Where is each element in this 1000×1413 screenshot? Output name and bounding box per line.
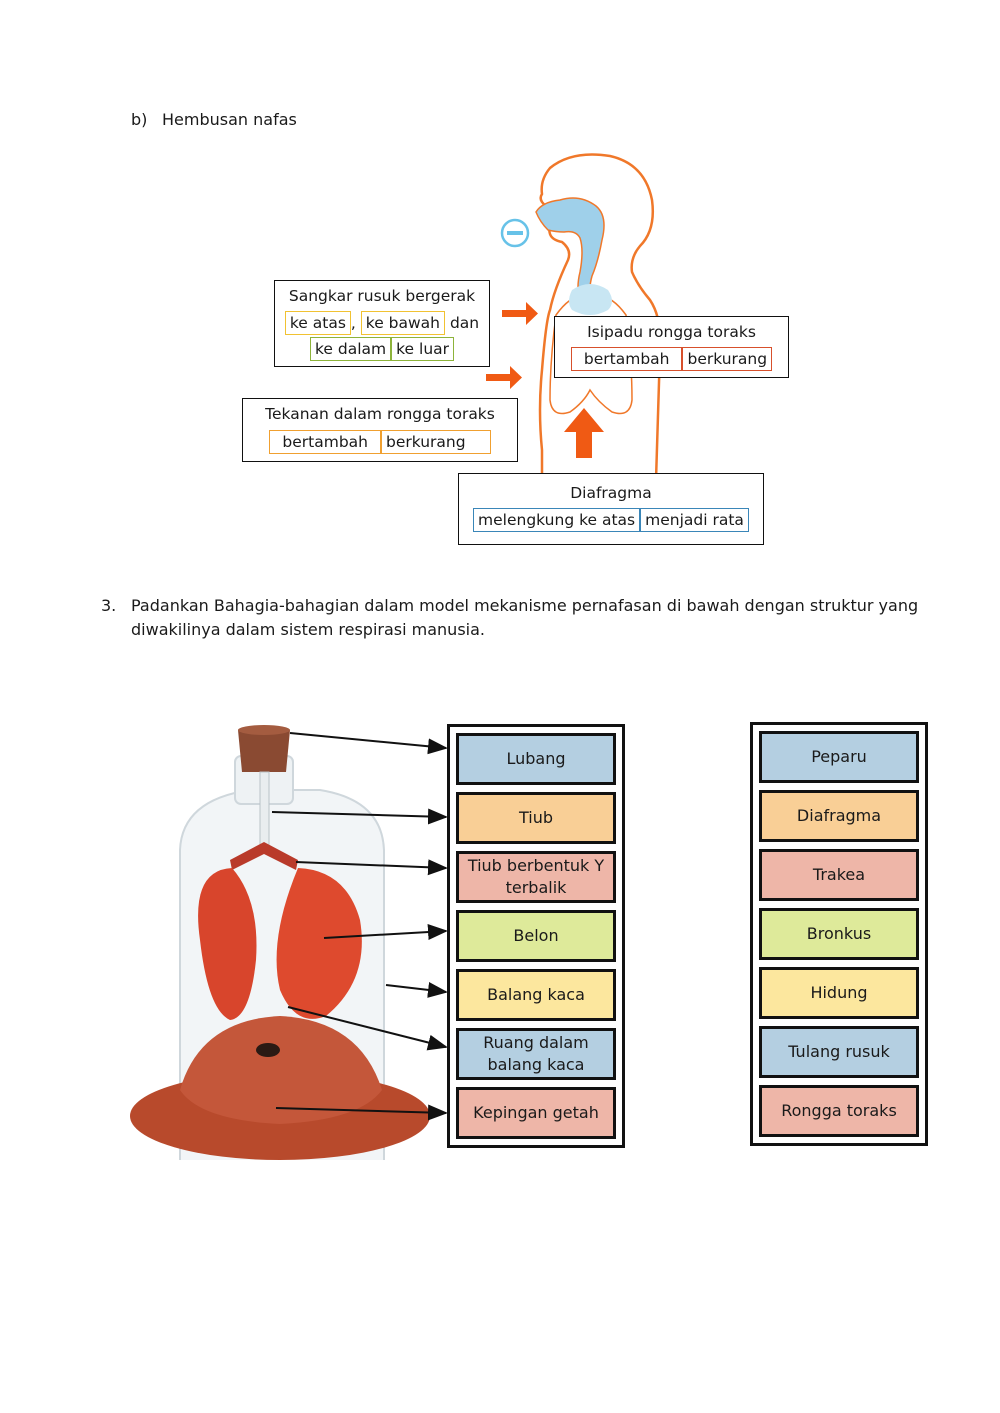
option-melengkung-ke-atas[interactable]: melengkung ke atas [473, 508, 641, 532]
card-kepingan-getah[interactable]: Kepingan getah [456, 1087, 616, 1139]
option-volume-berkurang[interactable]: berkurang [682, 347, 773, 371]
question-3-line-2: diwakilinya dalam sistem respirasi manus… [131, 620, 485, 639]
human-structures-column: Peparu Diafragma Trakea Bronkus Hidung T… [750, 722, 928, 1146]
diaphragm-title: Diafragma [570, 484, 652, 502]
option-menjadi-rata[interactable]: menjadi rata [640, 508, 749, 532]
card-peparu[interactable]: Peparu [759, 731, 919, 783]
card-balang-kaca[interactable]: Balang kaca [456, 969, 616, 1021]
diaphragm-up-arrow-icon [564, 408, 604, 458]
card-trakea[interactable]: Trakea [759, 849, 919, 901]
option-ke-atas[interactable]: ke atas [284, 311, 351, 335]
comma-separator: , [350, 314, 356, 332]
card-ruang-dalam-balang-kaca[interactable]: Ruang dalam balang kaca [456, 1028, 616, 1080]
question-3-number: 3. [101, 596, 117, 615]
card-hidung[interactable]: Hidung [759, 967, 919, 1019]
card-belon[interactable]: Belon [456, 910, 616, 962]
card-tiub[interactable]: Tiub [456, 792, 616, 844]
minus-circle-icon [500, 218, 530, 248]
glass-tube [259, 771, 270, 847]
ribcage-title: Sangkar rusuk bergerak [288, 287, 476, 305]
y-tube [230, 842, 298, 870]
option-pressure-bertambah[interactable]: bertambah [269, 430, 381, 454]
option-pressure-berkurang[interactable]: berkurang [380, 430, 491, 454]
option-ke-bawah[interactable]: ke bawah [360, 311, 446, 335]
rubber-knob [256, 1043, 280, 1057]
section-b-title: Hembusan nafas [162, 110, 297, 129]
bell-jar-model-illustration [130, 725, 430, 1160]
option-ke-luar[interactable]: ke luar [391, 337, 455, 361]
left-balloon [198, 868, 257, 1020]
lung-shading [569, 284, 612, 315]
thorax-pressure-title: Tekanan dalam rongga toraks [265, 405, 495, 423]
ribcage-arrow-icon [502, 302, 538, 325]
right-balloon [276, 868, 362, 1019]
card-diafragma[interactable]: Diafragma [759, 790, 919, 842]
card-tiub-berbentuk-y[interactable]: Tiub berbentuk Y terbalik [456, 851, 616, 903]
option-ke-dalam[interactable]: ke dalam [309, 337, 392, 361]
body-outline [538, 153, 662, 480]
card-lubang[interactable]: Lubang [456, 733, 616, 785]
model-parts-column: Lubang Tiub Tiub berbentuk Y terbalik Be… [447, 724, 625, 1148]
ribcage-movement-box: Sangkar rusuk bergerak ke atas, ke bawah… [274, 280, 490, 367]
option-volume-bertambah[interactable]: bertambah [570, 347, 683, 371]
section-b-label: b) [131, 110, 148, 129]
question-3-line-1: Padankan Bahagia-bahagian dalam model me… [131, 596, 919, 615]
card-bronkus[interactable]: Bronkus [759, 908, 919, 960]
cork-stopper [238, 730, 290, 772]
card-tulang-rusuk[interactable]: Tulang rusuk [759, 1026, 919, 1078]
exhalation-body-diagram [486, 153, 662, 480]
card-rongga-toraks[interactable]: Rongga toraks [759, 1085, 919, 1137]
ribcage-arrow-lower-icon [486, 366, 522, 389]
dan-text: dan [449, 314, 480, 332]
thorax-volume-title: Isipadu rongga toraks [587, 323, 756, 341]
